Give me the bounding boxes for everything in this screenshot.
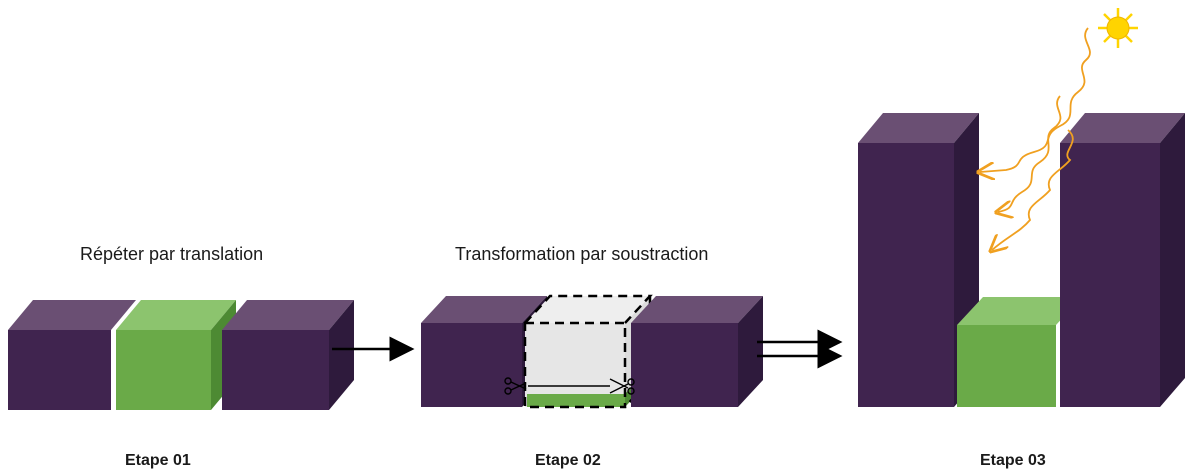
step1-label: Etape 01 bbox=[125, 452, 191, 469]
purple-block bbox=[631, 296, 763, 407]
purple-tower bbox=[1060, 113, 1185, 407]
step1-caption: Répéter par translation bbox=[80, 244, 264, 264]
step2-label: Etape 02 bbox=[535, 452, 601, 469]
step3-row bbox=[858, 8, 1185, 407]
sun-icon bbox=[1098, 8, 1138, 48]
step3-label: Etape 03 bbox=[980, 452, 1046, 469]
green-block bbox=[957, 297, 1082, 407]
step1-row bbox=[8, 300, 354, 410]
purple-block bbox=[8, 300, 136, 410]
sun-rays bbox=[980, 27, 1091, 250]
purple-block bbox=[222, 300, 354, 410]
step2-caption: Transformation par soustraction bbox=[455, 244, 709, 264]
green-block bbox=[116, 300, 236, 410]
scissors-icon bbox=[504, 377, 610, 395]
step2-row bbox=[421, 294, 763, 409]
scissors-icon bbox=[609, 378, 635, 395]
double-arrow-right-icon bbox=[757, 329, 843, 369]
